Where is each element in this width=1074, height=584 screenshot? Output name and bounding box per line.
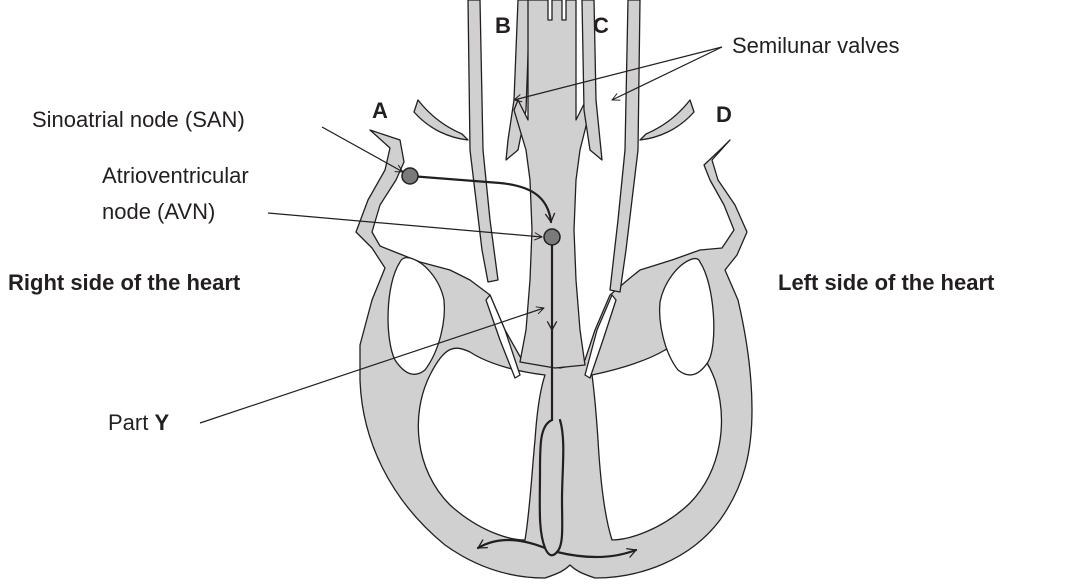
part-y-letter: Y [154, 410, 169, 435]
part-y-label: Part Y [108, 410, 169, 435]
avn-label-line2: node (AVN) [102, 199, 215, 224]
vessel-d-wall [640, 100, 694, 140]
avn-label-line1: Atrioventricular [102, 163, 249, 188]
vessel-label-c: C [593, 13, 609, 38]
vessel-b-wall [468, 0, 498, 282]
part-y-prefix: Part [108, 410, 154, 435]
vessel-c-wall [610, 0, 640, 292]
sinoatrial-node [402, 168, 418, 184]
avn-leader [268, 213, 542, 237]
vessel-a-wall [414, 100, 468, 140]
semilunar-valves-label: Semilunar valves [732, 33, 900, 58]
left-side-label: Left side of the heart [778, 270, 995, 295]
vessel-label-d: D [716, 102, 732, 127]
atrioventricular-node [544, 229, 560, 245]
san-label: Sinoatrial node (SAN) [32, 107, 245, 132]
vessel-label-a: A [372, 98, 388, 123]
vessel-label-b: B [495, 13, 511, 38]
right-side-label: Right side of the heart [8, 270, 241, 295]
